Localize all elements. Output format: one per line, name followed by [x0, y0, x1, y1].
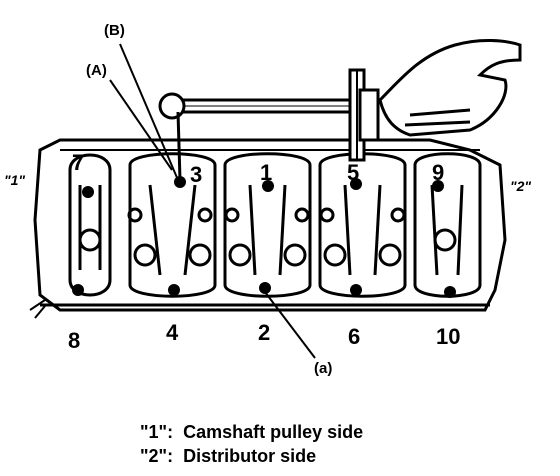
bolt-number-1: 1: [260, 160, 273, 185]
bolt-number-5: 5: [347, 160, 360, 185]
rocker-section-4: [318, 152, 407, 298]
bolt-number-9: 9: [432, 160, 445, 185]
rocker-section-3: [223, 152, 312, 298]
callout-a-lower-label: (a): [314, 360, 333, 377]
head-bolts-bottom: [72, 282, 456, 298]
bolt-number-6: 6: [348, 324, 361, 349]
bolt-number-3: 3: [190, 162, 203, 187]
rocker-section-2: [127, 152, 217, 298]
side-label-right: "2": [510, 178, 532, 194]
legend-line-1: "1": Camshaft pulley side: [140, 422, 363, 443]
head-bolts-top: [82, 176, 444, 198]
legend-text-1: Camshaft pulley side: [183, 422, 364, 442]
torque-wrench-icon: [158, 68, 380, 181]
callout-a-label: (A): [86, 62, 107, 79]
legend-text-2: Distributor side: [183, 446, 317, 466]
legend-key-1: "1":: [140, 422, 174, 442]
leader-a: [264, 291, 316, 359]
bolt-number-8: 8: [68, 328, 81, 353]
legend-line-2: "2": Distributor side: [140, 446, 316, 467]
leader-B: [119, 43, 179, 181]
side-label-left: "1": [4, 172, 26, 188]
bolt-number-2: 2: [258, 320, 271, 345]
callout-b-label: (B): [104, 22, 125, 39]
bolt-number-7: 7: [72, 150, 85, 175]
legend-key-2: "2":: [140, 446, 174, 466]
hand-icon: [378, 38, 522, 137]
rocker-section-5: [413, 152, 482, 298]
leader-A: [109, 79, 173, 171]
bolt-number-10: 10: [436, 324, 461, 349]
bolt-number-4: 4: [166, 320, 179, 345]
